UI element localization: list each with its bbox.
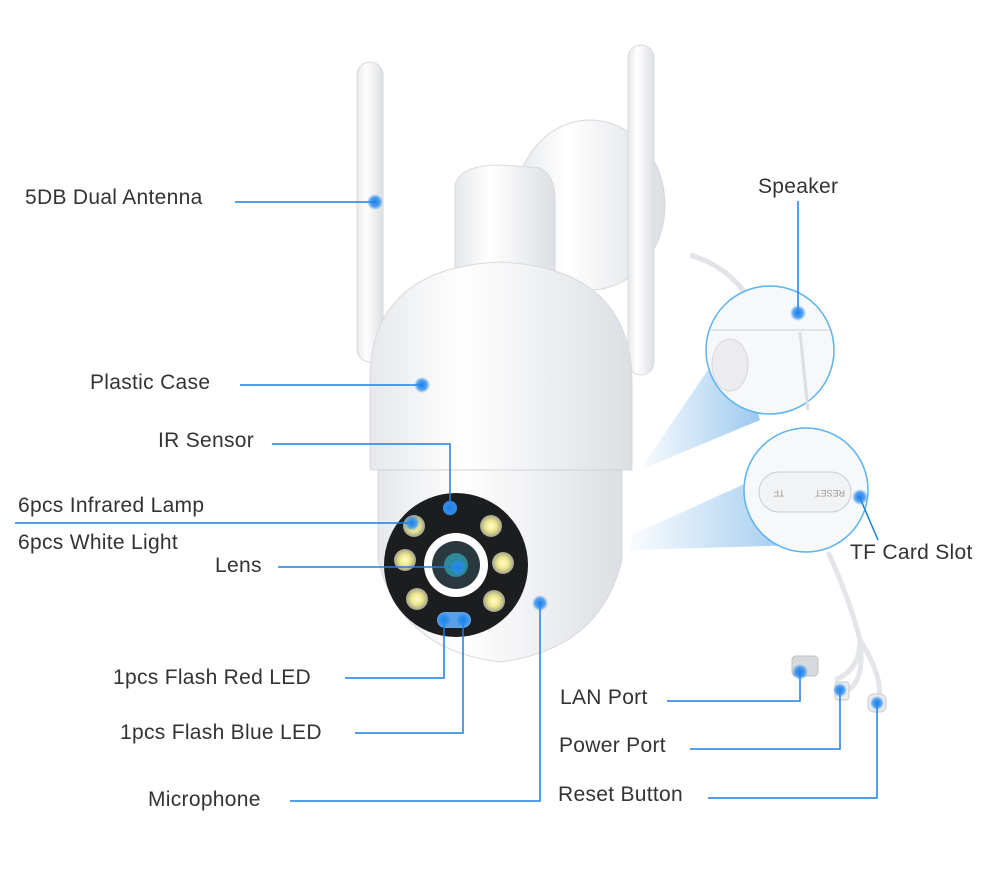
label-speaker: Speaker [758,175,839,198]
leader-lines [15,201,879,802]
plastic-case [369,261,633,471]
label-reset-button: Reset Button [558,783,684,806]
callout-dots [367,194,884,710]
label-lan-port: LAN Port [560,686,648,709]
tf-card-inset: RESET TF [743,427,869,553]
label-ir-sensor: IR Sensor [158,429,255,452]
label-antenna: 5DB Dual Antenna [25,186,203,209]
camera-neck [454,164,556,276]
label-tf-card-slot: TF Card Slot [850,541,973,564]
label-white-light: 6pcs White Light [18,531,179,554]
label-infrared-lamp: 6pcs Infrared Lamp [18,494,205,517]
label-power-port: Power Port [559,734,666,757]
label-blue-led: 1pcs Flash Blue LED [120,721,322,744]
label-red-led: 1pcs Flash Red LED [113,666,311,689]
inset-reset-text: RESET [814,488,845,498]
speaker-inset [705,285,835,415]
label-microphone: Microphone [148,788,261,811]
label-plastic-case: Plastic Case [90,371,211,394]
inset-tf-text: TF [773,488,784,498]
antennas [356,44,655,376]
label-lens: Lens [215,554,262,577]
